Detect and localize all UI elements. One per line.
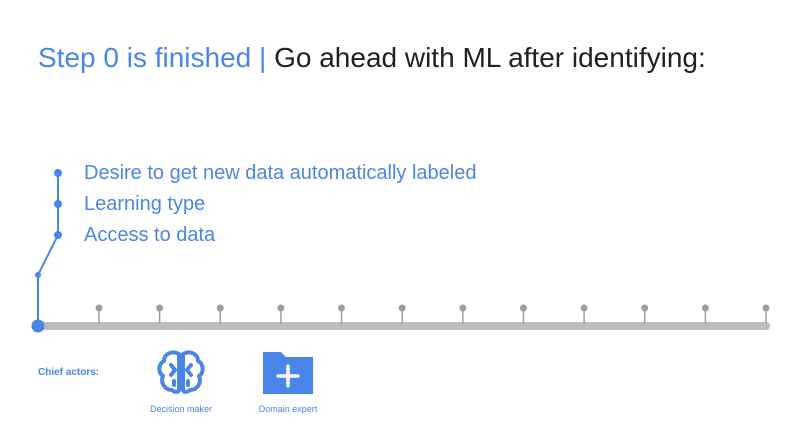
timeline-tick [398, 304, 406, 324]
timeline-tick [641, 304, 649, 324]
chief-actors-label: Chief actors: [38, 367, 100, 378]
folder-add-icon [263, 352, 313, 394]
timeline-tick [277, 304, 285, 324]
requirement-item: Desire to get new data automatically lab… [84, 162, 477, 184]
requirement-item: Learning type [84, 193, 206, 215]
actor-decision-maker: Decision maker [131, 346, 231, 414]
actor-domain-expert: Domain expert [238, 346, 338, 414]
current-step-marker [31, 319, 45, 333]
title-separator: | [259, 42, 267, 73]
timeline-tick [95, 304, 103, 324]
branch-elbow-dot [35, 272, 41, 278]
timeline-ticks [95, 304, 770, 324]
brain-icon [157, 350, 205, 394]
slide-title: Step 0 is finished | Go ahead with ML af… [38, 38, 706, 78]
checklist-bullet [54, 200, 62, 208]
checklist-bullet [54, 169, 62, 177]
checklist-bullet [54, 231, 62, 239]
timeline-tick [156, 304, 164, 324]
timeline-tick [701, 304, 709, 324]
timeline-tick [580, 304, 588, 324]
timeline-tick [338, 304, 346, 324]
timeline-tick [519, 304, 527, 324]
actor-caption: Domain expert [258, 404, 318, 414]
timeline-tick [216, 304, 224, 324]
requirement-item: Access to data [84, 224, 216, 246]
title-instruction: Go ahead with ML after identifying: [274, 42, 706, 73]
timeline-tick [762, 304, 770, 324]
checklist-branch [35, 169, 62, 326]
title-step-status: Step 0 is finished [38, 42, 252, 73]
timeline-tick [459, 304, 467, 324]
branch-diagonal [37, 234, 59, 276]
actor-caption: Decision maker [149, 404, 213, 414]
